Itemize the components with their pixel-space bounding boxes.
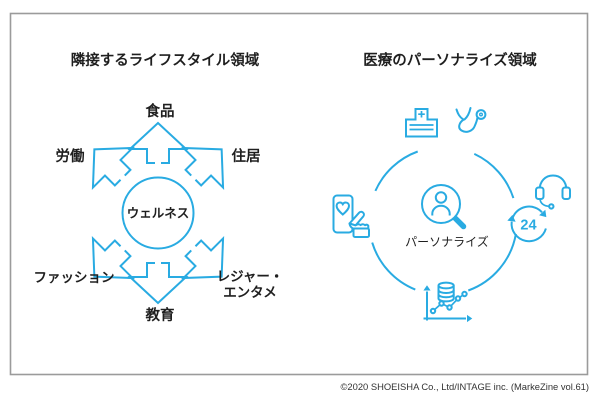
arrow-up-icon (129, 122, 187, 164)
cycle-arc-upper-left (374, 150, 419, 192)
heart-icon (335, 201, 351, 216)
magnifier-handle (452, 215, 467, 230)
sector-label-housing: 住居 (232, 147, 261, 165)
right-title: 医療のパーソナライズ領域 (363, 51, 537, 69)
stethoscope-icon (455, 107, 487, 133)
lifestyle-diagram: 隣接するライフスタイル領域 ウェルネス 食品 住居 レジャー・ エンタメ 教育 … (34, 51, 284, 324)
cycle-arc-lower-right (467, 233, 517, 292)
person-head (434, 191, 448, 204)
wellness-circle (121, 176, 195, 250)
frame-border (9, 12, 589, 376)
24-hours-label: 24 (520, 218, 536, 234)
arrow-down-icon (129, 262, 187, 304)
sector-label-leisure-line1: レジャー・ (217, 269, 284, 284)
person-shoulders (431, 204, 451, 216)
cycle-arcs (371, 150, 517, 292)
database-icon (437, 281, 455, 303)
hand-finger (348, 210, 365, 227)
left-title: 隣接するライフスタイル領域 (71, 51, 260, 69)
sector-label-food: 食品 (146, 102, 175, 120)
smartphone-health-icon (332, 194, 370, 238)
support-headset-icon (535, 174, 571, 210)
hand-cuff (352, 227, 370, 238)
24-hours-cycle-icon: 24 (507, 205, 550, 243)
data-chart-icon (423, 281, 473, 323)
cycle-arc-lower-left (371, 242, 416, 291)
sector-label-education: 教育 (145, 306, 175, 324)
footer-credit: ©2020 SHOEISHA Co., Ltd/INTAGE inc. (Mar… (341, 381, 590, 392)
magnifier-lens (421, 184, 461, 224)
wellness-label: ウェルネス (127, 207, 190, 221)
personalize-diagram: 医療のパーソナライズ領域 パーソナライズ (332, 51, 571, 323)
sector-label-leisure-line2: エンタメ (223, 285, 277, 300)
hand-knuckles (348, 222, 370, 230)
sector-label-labor: 労働 (56, 147, 85, 165)
medical-kit-icon (405, 108, 438, 138)
personalize-search-icon (421, 184, 467, 230)
personalize-label: パーソナライズ (405, 234, 489, 249)
cycle-arc-upper-right (473, 152, 515, 199)
sector-label-fashion: ファッション (34, 270, 115, 285)
